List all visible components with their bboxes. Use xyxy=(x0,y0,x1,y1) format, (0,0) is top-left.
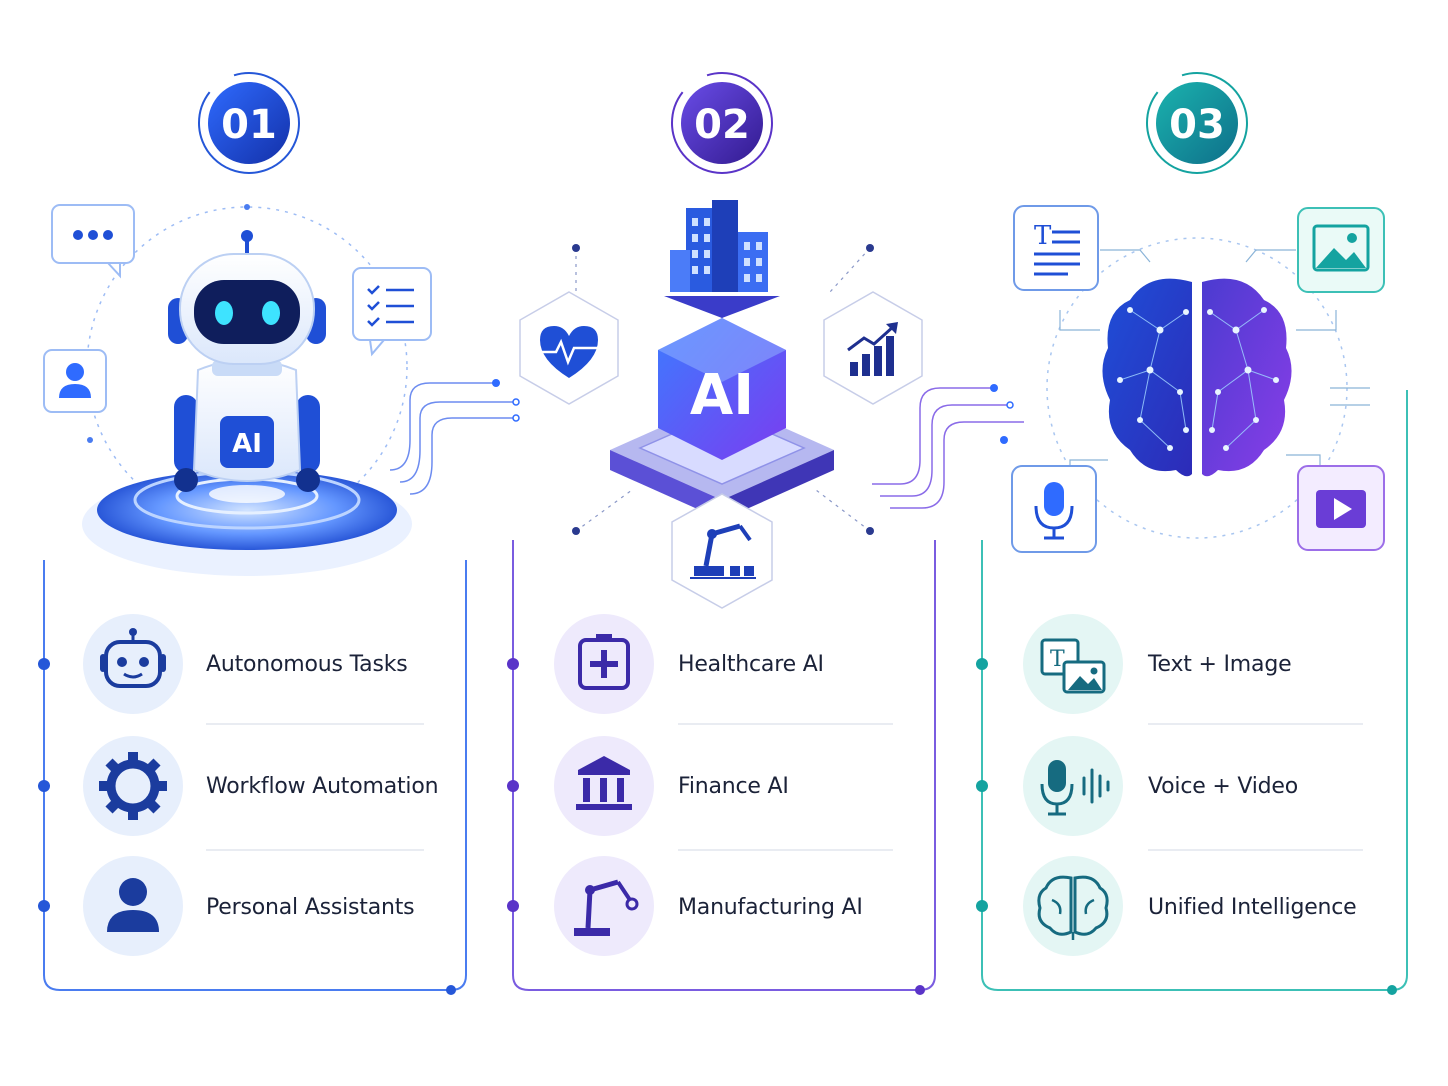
item-finance-ai: Finance AI xyxy=(678,774,789,799)
section-2-hero: AI xyxy=(519,200,923,609)
microphone-icon xyxy=(1011,465,1097,553)
robot-icon: AI xyxy=(168,230,326,492)
mic-waveform-icon xyxy=(1023,736,1123,836)
section-1-frame xyxy=(43,560,467,995)
hub-ai-text: AI xyxy=(690,363,754,428)
svg-text:T: T xyxy=(1034,221,1052,251)
section-1-number-badge: 01 xyxy=(198,72,300,174)
item-autonomous-tasks: Autonomous Tasks xyxy=(206,652,408,677)
robot-face-icon xyxy=(83,614,183,714)
building-icon xyxy=(664,200,780,318)
play-video-icon xyxy=(1297,465,1385,551)
item-text-image: Text + Image xyxy=(1148,652,1292,677)
image-icon xyxy=(1297,207,1385,293)
growth-chart-icon xyxy=(823,291,923,405)
section-2-frame xyxy=(512,540,936,995)
person-icon xyxy=(83,856,183,956)
robotic-arm-icon xyxy=(671,493,773,609)
section-3-frame xyxy=(981,390,1408,995)
item-manufacturing-ai: Manufacturing AI xyxy=(678,895,863,920)
neural-brain-icon xyxy=(1102,278,1292,477)
chat-dots-icon xyxy=(51,204,135,279)
section-2-list xyxy=(507,614,893,956)
heart-pulse-icon xyxy=(519,291,619,405)
item-workflow-automation: Workflow Automation xyxy=(206,774,439,799)
section-2-number-badge: 02 xyxy=(671,72,773,174)
medical-kit-icon xyxy=(554,614,654,714)
section-3-number-badge: 03 xyxy=(1146,72,1248,174)
svg-text:T: T xyxy=(1050,647,1065,672)
section-1-list xyxy=(38,614,424,956)
section-2-number: 02 xyxy=(694,102,750,148)
brain-icon xyxy=(1023,856,1123,956)
ai-cube-icon: AI xyxy=(658,318,786,460)
item-healthcare-ai: Healthcare AI xyxy=(678,652,824,677)
document-text-icon: T xyxy=(1013,205,1099,291)
connector-lines-1-2 xyxy=(389,379,520,495)
section-3-hero: T xyxy=(1011,205,1385,553)
section-3-list: T xyxy=(976,614,1363,956)
section-1-hero: AI xyxy=(43,204,432,576)
item-unified-intelligence: Unified Intelligence xyxy=(1148,895,1357,920)
checklist-icon xyxy=(352,267,432,357)
robotic-arm-list-icon xyxy=(554,856,654,956)
section-3-number: 03 xyxy=(1169,102,1225,148)
item-voice-video: Voice + Video xyxy=(1148,774,1299,799)
connector-lines-2-3 xyxy=(872,384,1024,509)
bank-icon xyxy=(554,736,654,836)
item-personal-assistants: Personal Assistants xyxy=(206,895,415,920)
user-icon xyxy=(43,349,107,413)
section-1-number: 01 xyxy=(221,102,277,148)
text-image-icon: T xyxy=(1023,614,1123,714)
robot-badge-text: AI xyxy=(232,429,262,459)
gear-icon xyxy=(83,736,183,836)
